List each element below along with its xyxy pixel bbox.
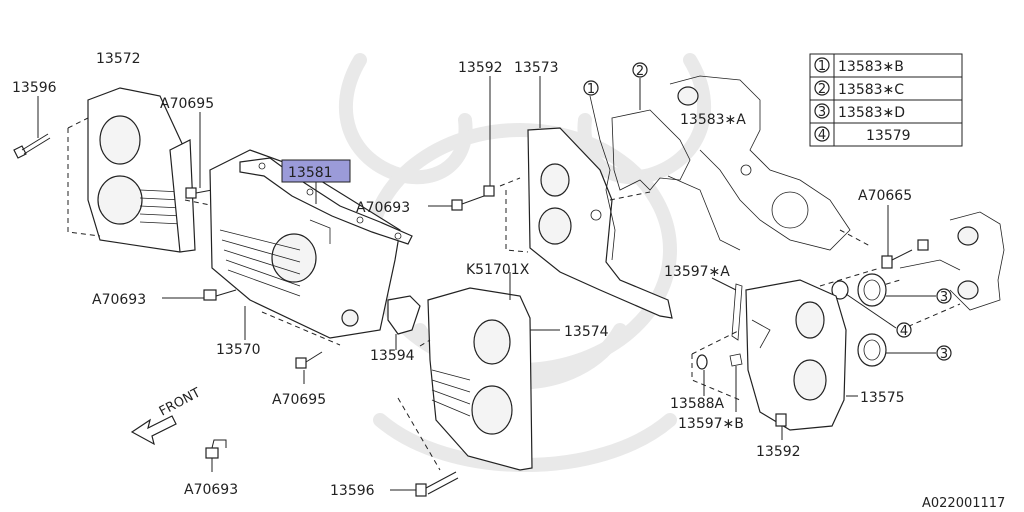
svg-text:1: 1 xyxy=(587,82,595,97)
legend-part-2: 13583∗C xyxy=(838,82,904,98)
front-direction-arrow: FRONT xyxy=(130,385,203,446)
callout-1: 1 xyxy=(583,80,599,97)
svg-text:3: 3 xyxy=(940,347,948,362)
front-cover-13574 xyxy=(427,287,533,471)
label-A70693-mid: A70693 xyxy=(356,200,410,216)
label-13572: 13572 xyxy=(96,51,141,67)
gasket-13597B xyxy=(729,353,743,367)
label-13581: 13581 xyxy=(288,165,333,181)
inner-cover-13573 xyxy=(527,127,673,319)
svg-text:3: 3 xyxy=(940,290,948,305)
label-13573: 13573 xyxy=(514,60,559,76)
gasket-13597A xyxy=(731,283,743,341)
label-13574: 13574 xyxy=(564,324,609,340)
bolt-13596-top xyxy=(13,133,51,159)
legend-part-4: 13579 xyxy=(866,128,911,144)
legend-num-3: 3 xyxy=(818,105,826,120)
bolt-13596-bottom xyxy=(415,471,459,497)
svg-text:FRONT: FRONT xyxy=(157,385,203,419)
front-cover-13575 xyxy=(745,279,847,431)
label-13597B: 13597∗B xyxy=(678,416,744,432)
label-13588A: 13588A xyxy=(670,396,725,412)
label-13570: 13570 xyxy=(216,342,261,358)
callout-4: 4 xyxy=(896,322,912,339)
legend-part-1: 13583∗B xyxy=(838,59,904,75)
diagram-code: A022001117 xyxy=(922,496,1005,511)
bolt-13592-bottom xyxy=(775,413,787,427)
bolt-A70695-top xyxy=(185,187,213,199)
gasket-13583B xyxy=(589,95,616,261)
engine-block-outline xyxy=(669,75,871,251)
label-A70665: A70665 xyxy=(858,188,912,204)
label-13592-bottom: 13592 xyxy=(756,444,801,460)
label-A70693-left: A70693 xyxy=(92,292,146,308)
callout-3-lower: 3 xyxy=(936,345,952,362)
legend-part-3: 13583∗D xyxy=(838,105,905,121)
legend-num-1: 1 xyxy=(818,59,826,74)
label-A70693-bottom: A70693 xyxy=(184,482,238,498)
label-13583A: 13583∗A xyxy=(680,112,746,128)
label-13592-top: 13592 xyxy=(458,60,503,76)
seal-13588A xyxy=(696,354,708,370)
seal-13594 xyxy=(387,295,421,335)
bolt-A70693-bottom xyxy=(205,439,227,472)
callout-3-upper: 3 xyxy=(936,288,952,305)
label-13594: 13594 xyxy=(370,348,415,364)
crank-housing-outline xyxy=(819,211,1005,331)
oil-seal-13583D-upper xyxy=(857,273,887,307)
timing-cover-13572 xyxy=(87,87,196,253)
label-13596-top: 13596 xyxy=(12,80,57,96)
label-A70695-bottom: A70695 xyxy=(272,392,326,408)
legend-num-4: 4 xyxy=(818,128,826,143)
oil-seal-13583D-lower xyxy=(857,333,887,367)
callout-2: 2 xyxy=(632,62,648,79)
bolt-A70665 xyxy=(881,239,929,269)
bolt-13592-top xyxy=(451,185,495,211)
legend-num-2: 2 xyxy=(818,82,826,97)
gasket-13583C xyxy=(611,109,741,251)
o-ring-13579 xyxy=(831,280,849,300)
svg-text:2: 2 xyxy=(636,64,644,79)
timing-belt-cover-13570 xyxy=(209,149,401,339)
bolt-A70693-left xyxy=(203,289,237,301)
label-13597A: 13597∗A xyxy=(664,264,730,280)
label-A70695-top: A70695 xyxy=(160,96,214,112)
svg-text:4: 4 xyxy=(900,324,908,339)
label-13596-bottom: 13596 xyxy=(330,483,375,499)
legend-table: 1 13583∗B 2 13583∗C 3 13583∗D 4 13579 xyxy=(809,53,963,147)
bolt-A70695-bottom xyxy=(295,351,323,369)
label-K51701X: K51701X xyxy=(466,262,530,278)
label-13575: 13575 xyxy=(860,390,905,406)
